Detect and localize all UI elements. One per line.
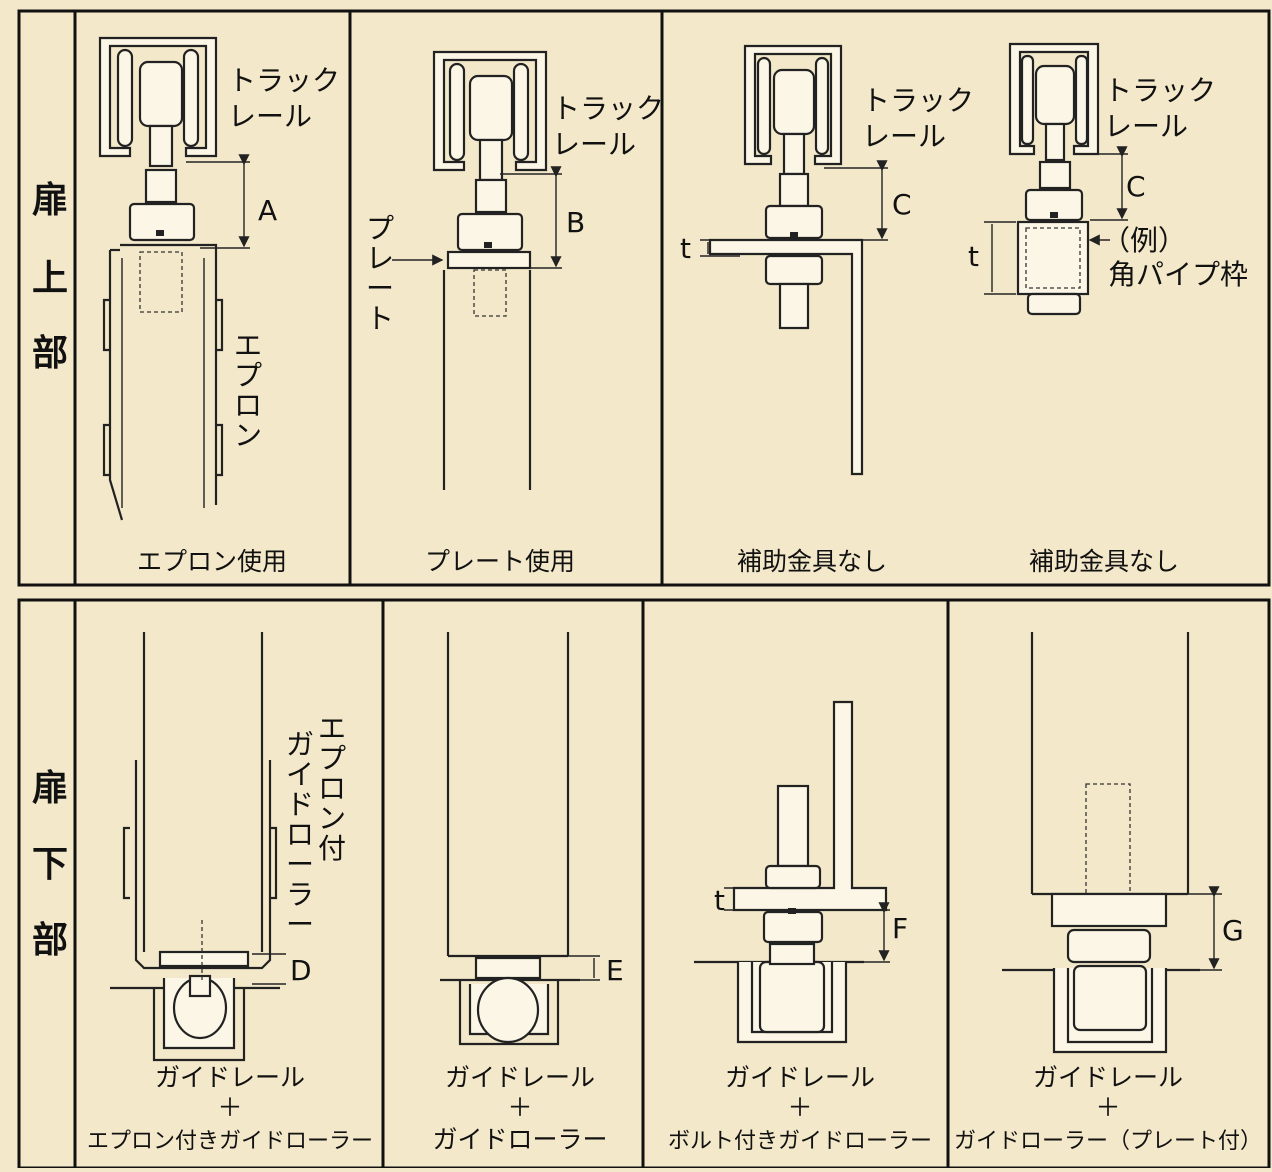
roller-icon [1072, 964, 1148, 1032]
apron-label-1: エ [234, 329, 262, 362]
track-rail-label-2: レール [228, 100, 312, 133]
bottom-section-char-2: 下 [32, 844, 68, 885]
bottom-section-char-1: 扉 [32, 768, 68, 809]
caption-line-2: ＋ [787, 1093, 812, 1122]
plate-icon [474, 956, 542, 980]
apron-label-3: ロ [234, 389, 262, 422]
caption-line-2: ＋ [217, 1093, 242, 1122]
nut-icon [456, 212, 524, 252]
wheel-icon [1034, 64, 1076, 126]
caption-line-1: ガイドレール [445, 1063, 595, 1092]
top-section-char-3: 部 [32, 333, 68, 374]
thickness-label: t [968, 240, 979, 273]
thickness-label: t [680, 232, 691, 265]
panel-caption: プレート使用 [425, 547, 575, 576]
caption-line-3: ボルト付きガイドローラー [668, 1129, 932, 1154]
apron-label-3: ロ [318, 772, 346, 805]
dimension-label: A [258, 194, 277, 227]
bottom-section-label: 扉 下 部 [32, 768, 68, 961]
plate-label-2: レ [366, 242, 394, 275]
roller-label-2: イ [286, 758, 314, 791]
bottom-panel-roller: E ガイドレール ＋ ガイドローラー [432, 632, 624, 1154]
roller-label-3: ド [286, 788, 314, 821]
track-rail-icon [432, 50, 548, 172]
panel-caption: 補助金具なし [1029, 547, 1179, 576]
dimension-label: G [1222, 914, 1244, 947]
roller-label-4: ロ [286, 818, 314, 851]
apron-label-5: 付 [318, 832, 346, 865]
top-section-label: 扉 上 部 [32, 180, 68, 374]
track-rail-label-2: レール [1104, 110, 1188, 143]
track-rail-label-1: トラック [862, 84, 974, 117]
caption-line-1: ガイドレール [155, 1063, 305, 1092]
wheel-icon [468, 74, 514, 142]
dimension-label: C [892, 188, 912, 221]
apron-label-2: プ [318, 742, 346, 775]
dimension-label: B [566, 206, 585, 239]
track-rail-icon [98, 36, 218, 158]
top-section-char-2: 上 [32, 258, 68, 299]
dimension-label: D [290, 954, 312, 987]
example-label: （例） [1102, 224, 1186, 257]
top-section-frame [17, 9, 1271, 587]
roller-label-5: ー [286, 848, 314, 881]
caption-line-3: ガイドローラー（プレート付） [954, 1129, 1262, 1154]
top-panel-plate: B プ レ ー ト トラック レール プレート使用 [366, 50, 664, 576]
plate-label-4: ト [366, 302, 394, 335]
bottom-panel-apron-roller: D エ プ ロ ン 付 ガ イ ド ロ ー ラ ー ガイドレール ＋ エプロン付… [87, 632, 373, 1154]
thickness-label: t [714, 884, 725, 917]
top-panel-apron: A トラック レール エ プ ロ ン エプロン使用 [98, 36, 340, 576]
plate-icon [158, 950, 250, 968]
wheel-icon [138, 60, 184, 128]
bolt-icon [776, 784, 810, 868]
panel-caption: 補助金具なし [737, 547, 887, 576]
roller-label-6: ラ [286, 878, 314, 911]
caption-line-1: ガイドレール [725, 1063, 875, 1092]
track-rail-label-1: トラック [228, 64, 340, 97]
nut-icon [128, 202, 196, 242]
plate-label-1: プ [366, 212, 394, 245]
track-rail-label-2: レール [552, 128, 636, 161]
caption-line-2: ＋ [507, 1093, 532, 1122]
top-panel-square-pipe: C t （例） 角パイプ枠 トラック レール 補助金具なし [968, 42, 1248, 576]
track-rail-label-1: トラック [1104, 74, 1216, 107]
roller-icon [476, 976, 540, 1044]
caption-line-3: ガイドローラー [432, 1125, 607, 1154]
track-rail-icon [743, 44, 843, 166]
nut-icon [1024, 188, 1084, 222]
apron-label-2: プ [234, 359, 262, 392]
bottom-section-char-3: 部 [32, 920, 68, 961]
top-panel-no-fitting: C t トラック レール 補助金具なし [680, 44, 974, 576]
dimension-label: E [606, 954, 624, 987]
apron-label-1: エ [318, 712, 346, 745]
bottom-panel-plate-roller: G ガイドレール ＋ ガイドローラー（プレート付） [954, 632, 1262, 1154]
dimension-label: C [1126, 170, 1146, 203]
nut-icon [1066, 928, 1152, 964]
square-pipe-icon [1016, 220, 1090, 296]
plate-icon [1050, 892, 1168, 928]
wheel-icon [772, 68, 816, 136]
plate-label-3: ー [366, 272, 394, 305]
square-pipe-label: 角パイプ枠 [1108, 258, 1248, 291]
apron-label-4: ン [234, 419, 262, 452]
plate-icon [446, 250, 532, 270]
track-rail-label-1: トラック [552, 92, 664, 125]
roller-icon [758, 960, 826, 1034]
caption-line-3: エプロン付きガイドローラー [87, 1129, 373, 1154]
roller-label-1: ガ [286, 728, 314, 761]
track-rail-label-2: レール [862, 120, 946, 153]
roller-label-7: ー [286, 908, 314, 941]
top-section-char-1: 扉 [32, 180, 68, 221]
caption-line-2: ＋ [1095, 1093, 1120, 1122]
caption-line-1: ガイドレール [1033, 1063, 1183, 1092]
panel-caption: エプロン使用 [137, 547, 287, 576]
dimension-label: F [892, 912, 908, 945]
bottom-panel-bolt-roller: t F ガイドレール ＋ ボルト付きガイドローラー [668, 700, 932, 1154]
apron-label-4: ン [318, 802, 346, 835]
